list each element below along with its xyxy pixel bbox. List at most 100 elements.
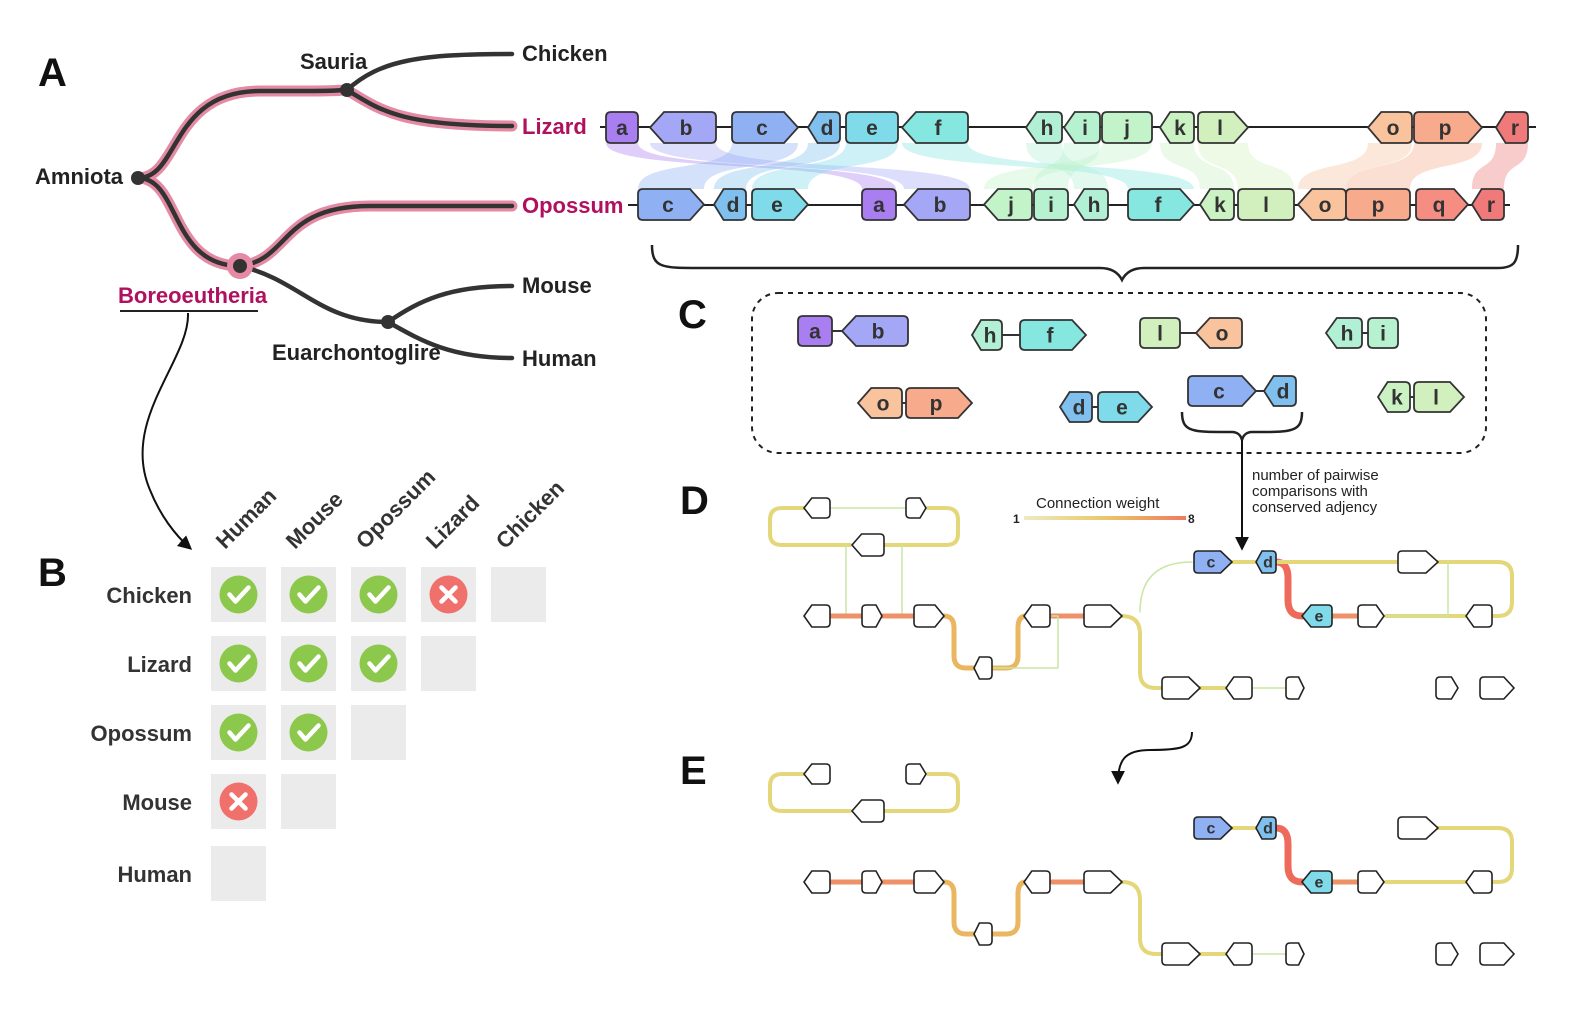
lizard-gene-o-label: o <box>1387 117 1400 140</box>
opossum-gene-r-shape <box>1470 188 1505 221</box>
node-euarchontoglire <box>381 315 395 329</box>
check-icon <box>359 644 398 683</box>
node-8-shape <box>1023 870 1051 894</box>
node-4-shape <box>803 870 831 894</box>
opossum-gene-l: l <box>1237 188 1295 221</box>
node-16-shape <box>1397 816 1440 840</box>
matrix-row-opossum: Opossum <box>91 721 192 746</box>
matrix-col-mouse: Mouse <box>281 487 348 554</box>
node-e: e <box>1300 604 1333 628</box>
lizard-gene-b-label: b <box>680 117 693 140</box>
check-icon <box>219 713 258 752</box>
check-mark <box>297 723 321 742</box>
lizard-gene-r: r <box>1494 111 1529 144</box>
node-10-shape <box>1161 676 1202 700</box>
check-icon <box>219 575 258 614</box>
node-e-shape <box>1300 604 1333 628</box>
synteny-link-i <box>1034 143 1100 189</box>
edge-dip-right <box>989 613 1029 671</box>
lizard-gene-j-label: j <box>1123 117 1130 140</box>
node-9 <box>1083 604 1124 628</box>
opossum-gene-b: b <box>902 188 971 221</box>
matrix-cell <box>421 567 476 622</box>
node-2 <box>905 497 927 519</box>
node-9-shape <box>1083 604 1124 628</box>
node-2-shape <box>905 763 927 785</box>
node-4 <box>803 870 831 894</box>
node-4 <box>803 604 831 628</box>
matrix-row-human: Human <box>117 862 192 887</box>
opossum-gene-a: a <box>861 188 897 221</box>
opossum-gene-q-shape <box>1415 188 1470 221</box>
matrix-row-chicken: Chicken <box>106 583 192 608</box>
node-7 <box>973 922 993 946</box>
node-sauria <box>340 83 354 97</box>
legend-max: 8 <box>1188 512 1195 526</box>
lizard-gene-b-shape <box>648 111 717 144</box>
arrow-to-matrix <box>141 312 193 550</box>
lizard-gene-p-shape <box>1413 111 1484 144</box>
node-8 <box>1023 604 1051 628</box>
pair-gene-b: b <box>840 315 909 347</box>
edge-dip-left <box>941 879 979 937</box>
node-10 <box>1161 942 1202 966</box>
synteny-link-j <box>984 143 1152 189</box>
lizard-gene-l-label: l <box>1217 117 1223 140</box>
pair-gene-p-label: p <box>930 393 943 416</box>
synteny-link-k <box>1160 143 1234 189</box>
bracket-pair <box>1180 411 1304 441</box>
opossum-gene-h-shape <box>1072 188 1109 221</box>
synteny-link-e <box>752 143 898 189</box>
matrix-cell-bg <box>351 705 406 760</box>
node-d-shape <box>1255 816 1277 840</box>
pair-gene-a-shape <box>797 315 833 347</box>
lizard-gene-l-shape <box>1197 111 1250 144</box>
pair-gene-l-shape <box>1413 381 1466 413</box>
opossum-gene-a-shape <box>861 188 897 221</box>
opossum-gene-i: i <box>1033 188 1069 221</box>
pair-gene-p: p <box>905 387 974 419</box>
matrix-cell <box>281 636 336 691</box>
node-1-shape <box>802 763 831 785</box>
node-5-shape <box>861 870 883 894</box>
pair-gene-b-label: b <box>872 321 885 344</box>
lizard-gene-c: c <box>731 111 800 144</box>
matrix-col-human: Human <box>211 483 281 553</box>
node-c-shape <box>1193 550 1234 574</box>
opossum-gene-i-label: i <box>1048 194 1054 217</box>
check-mark <box>367 654 391 673</box>
edge-dip-right <box>989 879 1029 937</box>
check-icon <box>289 713 328 752</box>
node-15-shape <box>1357 604 1385 628</box>
pair-gene-d-shape <box>1262 375 1297 407</box>
opossum-gene-c: c <box>637 188 706 221</box>
lizard-gene-h: h <box>1024 111 1063 144</box>
lizard-gene-a: a <box>605 111 639 144</box>
lizard-gene-a-label: a <box>616 117 628 140</box>
pair-gene-d: d <box>1058 391 1093 423</box>
pair-gene-l-shape <box>1139 317 1181 349</box>
pair-gene-e: e <box>1097 391 1154 423</box>
lizard-gene-e-label: e <box>866 117 878 140</box>
matrix-cell <box>211 636 266 691</box>
matrix-cell <box>281 774 336 829</box>
pair-gene-l-label: l <box>1157 323 1163 346</box>
synteny-link-o <box>1298 143 1412 189</box>
opossum-gene-l-label: l <box>1263 194 1269 217</box>
opossum-gene-b-shape <box>902 188 971 221</box>
opossum-gene-f: f <box>1127 188 1196 221</box>
pair-gene-i-shape <box>1367 317 1399 349</box>
leaf-lizard: Lizard <box>522 114 587 139</box>
synteny-link-p <box>1346 143 1482 189</box>
pair-gene-c-label: c <box>1213 381 1225 404</box>
synteny-link-d <box>714 143 840 189</box>
tree-branches <box>135 51 515 361</box>
opossum-gene-p-shape <box>1345 188 1411 221</box>
pair-gene-f-label: f <box>1047 325 1055 348</box>
edge-down <box>1120 880 1164 956</box>
phylogenetic-tree: Amniota Sauria Boreoeutheria Euarchontog… <box>35 41 623 550</box>
